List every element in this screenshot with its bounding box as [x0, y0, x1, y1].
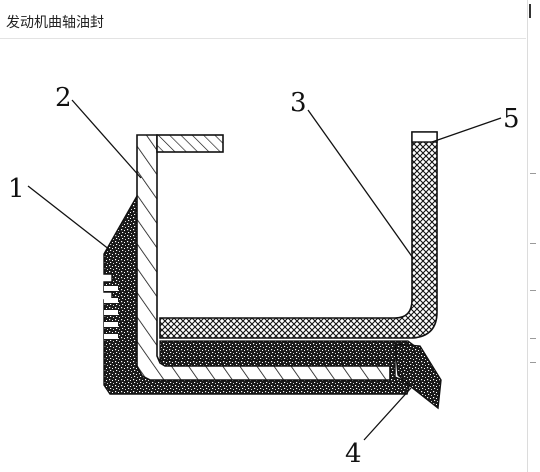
adjacent-panel-tick: [530, 173, 536, 174]
lip-base-band: [159, 340, 422, 361]
page-title: 发动机曲轴油封: [6, 15, 104, 31]
adjacent-panel-tick: [530, 362, 536, 363]
rubber-grooves: [104, 286, 118, 339]
dust-lip: [394, 343, 442, 410]
callout-label-5: 5: [503, 104, 520, 134]
callout-label-3: 3: [290, 88, 307, 118]
callout-label-2: 2: [55, 83, 72, 113]
metal-case: [136, 134, 391, 381]
adjacent-panel-tick: [530, 338, 536, 339]
adjacent-panel-edge: [527, 0, 540, 472]
adjacent-panel-tick: [530, 290, 536, 291]
inner-sealing-lip: [159, 131, 438, 339]
leader-lines: [27, 99, 502, 441]
callout-label-1: 1: [8, 174, 25, 204]
page-header: 发动机曲轴油封: [0, 0, 526, 39]
adjacent-panel-glyph: [529, 4, 531, 18]
oil-seal-diagram: 1 2 3 4 5: [8, 83, 520, 469]
adjacent-panel-tick: [530, 243, 536, 244]
callout-label-4: 4: [345, 439, 362, 469]
case-flange: [156, 134, 224, 153]
lip-top-cap: [411, 131, 438, 143]
